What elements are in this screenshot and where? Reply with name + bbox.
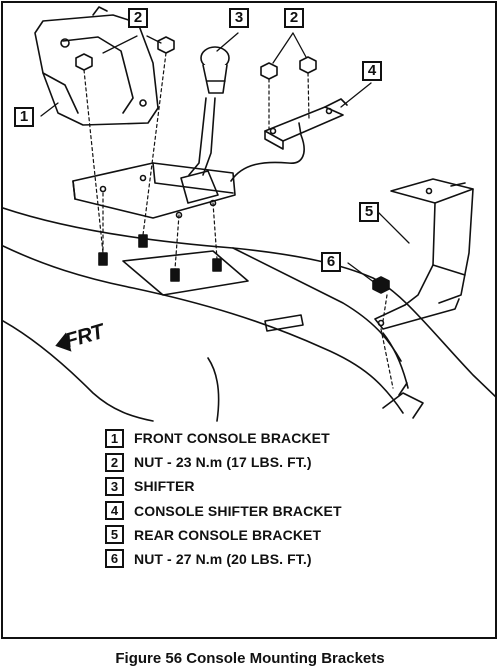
legend-text: NUT - 27 N.m (20 LBS. FT.): [134, 550, 312, 567]
nut-front-left: [75, 53, 93, 71]
legend-number: 1: [105, 428, 124, 448]
rear-console-bracket: [374, 178, 474, 330]
floor-tunnel-outline: [3, 207, 495, 398]
callout-2-front: 2: [128, 8, 148, 28]
floor-studs: [98, 234, 222, 282]
legend-item: 6 NUT - 27 N.m (20 LBS. FT.): [105, 549, 342, 569]
installation-lines: [83, 52, 394, 389]
callout-1: 1: [14, 107, 34, 127]
callout-5: 5: [359, 202, 379, 222]
legend-text: CONSOLE SHIFTER BRACKET: [134, 502, 342, 519]
legend-item: 1 FRONT CONSOLE BRACKET: [105, 428, 342, 448]
legend-text: FRONT CONSOLE BRACKET: [134, 430, 330, 446]
legend-number: 3: [105, 476, 124, 496]
callout-3: 3: [229, 8, 249, 28]
callout-6: 6: [321, 252, 341, 272]
nut-shifter-left: [260, 62, 278, 80]
nut-front-right: [157, 36, 175, 54]
legend-item: 3 SHIFTER: [105, 476, 342, 496]
console-shifter-bracket: [264, 98, 348, 150]
shift-plate-outline: [122, 250, 249, 296]
figure-caption: Figure 56 Console Mounting Brackets: [115, 650, 385, 667]
nut-rear: [372, 276, 390, 294]
figure-frame: 1 2 3 2 4 5 6 FRT 1 FRONT CONSOLE BRACKE…: [1, 1, 497, 639]
shifter-lever: [188, 46, 230, 176]
floor-lower-outline: [3, 320, 154, 422]
tunnel-ridge: [232, 247, 402, 362]
legend-text: SHIFTER: [134, 478, 195, 495]
legend-text: NUT - 23 N.m (17 LBS. FT.): [134, 454, 312, 471]
legend-number: 2: [105, 452, 124, 472]
legend-text: REAR CONSOLE BRACKET: [134, 526, 322, 543]
legend-number: 4: [105, 501, 124, 521]
console-bracket-illustration: [3, 6, 495, 422]
legend-item: 5 REAR CONSOLE BRACKET: [105, 525, 342, 545]
shifter-base: [72, 162, 236, 219]
callout-4: 4: [362, 61, 382, 81]
shifter-cable: [230, 122, 305, 182]
nut-shifter-right: [299, 56, 317, 74]
legend-item: 4 CONSOLE SHIFTER BRACKET: [105, 501, 342, 521]
front-console-bracket: [34, 6, 159, 126]
legend-item: 2 NUT - 23 N.m (17 LBS. FT.): [105, 452, 342, 472]
legend-number: 5: [105, 525, 124, 545]
tunnel-edge: [3, 245, 404, 414]
legend-number: 6: [105, 549, 124, 569]
legend: 1 FRONT CONSOLE BRACKET 2 NUT - 23 N.m (…: [105, 428, 342, 573]
callout-2-shifter: 2: [284, 8, 304, 28]
